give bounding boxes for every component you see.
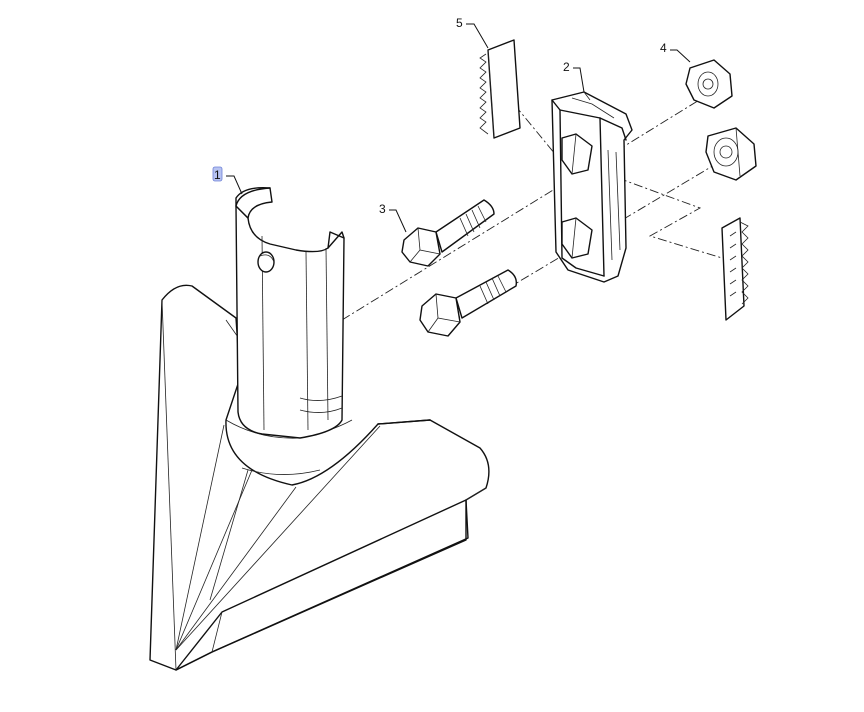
wear-strip-lower-part: [721, 217, 749, 321]
sweep-shank-part: [149, 187, 490, 671]
flange-nut-upper-part: [685, 59, 733, 109]
callout-5[interactable]: 5: [456, 16, 489, 49]
callout-3-label: 3: [379, 202, 386, 216]
callout-4[interactable]: 4: [660, 41, 691, 63]
clamp-block-part: [551, 91, 633, 283]
callout-2-label: 2: [563, 60, 570, 74]
center-lines: [341, 85, 737, 325]
bolt-upper-part: [401, 199, 495, 267]
bolt-lower-part: [419, 269, 518, 337]
callout-3[interactable]: 3: [379, 202, 407, 233]
callout-5-label: 5: [456, 16, 463, 30]
callout-2[interactable]: 2: [563, 60, 585, 93]
callout-4-label: 4: [660, 41, 667, 55]
wear-strip-upper-part: [479, 39, 521, 139]
flange-nut-lower-part: [705, 127, 757, 181]
callout-1[interactable]: 1: [212, 166, 243, 195]
callout-1-label: 1: [214, 168, 221, 182]
